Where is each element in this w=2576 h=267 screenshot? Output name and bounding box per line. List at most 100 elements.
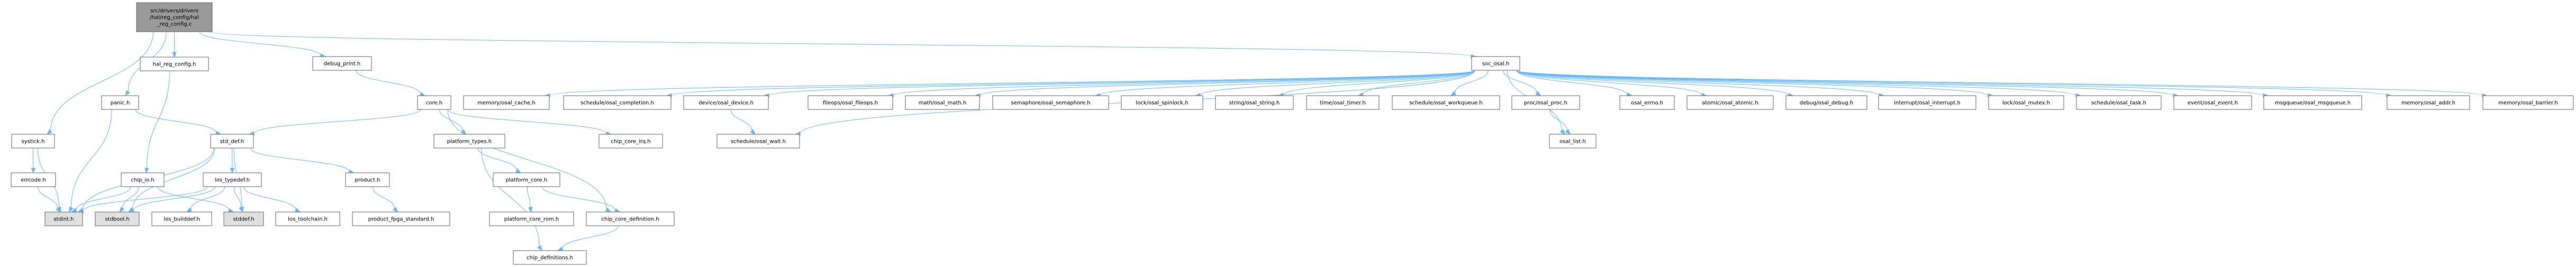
edge-line [671, 70, 1475, 96]
node-label: schedule/osal_wait.h [731, 139, 786, 145]
node-box [2387, 95, 2470, 110]
node-osal-timer-h[interactable]: time/osal_timer.h [1306, 95, 1380, 110]
edge-platform_core_h-to-platform_core_rom_h [527, 186, 533, 213]
node-box [136, 2, 213, 32]
node-osal-device-h[interactable]: device/osal_device.h [683, 95, 769, 110]
node-chip-core-definition-h[interactable]: chip_core_definition.h [586, 211, 675, 226]
node-osal-errno-h[interactable]: osal_errno.h [1619, 95, 1675, 110]
node-osal-msgqueue-h[interactable]: msgqueue/osal_msgqueue.h [2263, 95, 2362, 110]
node-box [1549, 134, 1597, 149]
edge-line [1516, 70, 2483, 96]
node-label: stdbool.h [105, 217, 129, 223]
node-osal-debug-h[interactable]: debug/osal_debug.h [1785, 95, 1867, 110]
edge-line [372, 186, 395, 209]
node-panic-h[interactable]: panic.h [101, 95, 139, 110]
node-box [352, 211, 450, 226]
node-product-fpga-standard-h[interactable]: product_fpga_standard.h [352, 211, 450, 226]
node-osal-wait-h[interactable]: schedule/osal_wait.h [716, 134, 800, 149]
node-box [1878, 95, 1976, 110]
node-los-toolchain-h[interactable]: los_toolchain.h [275, 211, 340, 226]
edge-systick_h-to-errcode_h [31, 148, 36, 174]
node-osal-event-h[interactable]: event/osal_event.h [2173, 95, 2252, 110]
arrowhead-icon [31, 168, 36, 174]
node-box [2076, 95, 2162, 110]
arrowhead-icon [56, 207, 61, 213]
edge-soc_osal_h-to-osal_workqueue_h [1450, 70, 1489, 96]
node-box [992, 95, 1109, 110]
node-osal-task-h[interactable]: schedule/osal_task.h [2076, 95, 2162, 110]
node-box [417, 95, 451, 110]
node-osal-addr-h[interactable]: memory/osal_addr.h [2387, 95, 2470, 110]
node-osal-mutex-h[interactable]: lock/osal_mutex.h [1988, 95, 2064, 110]
node-osal-semaphore-h[interactable]: semaphore/osal_semaphore.h [992, 95, 1109, 110]
node-osal-atomic-h[interactable]: atomic/osal_atomic.h [1686, 95, 1774, 110]
node-root[interactable]: src/drivers/drivers/hal/reg_config/hal_r… [136, 2, 213, 32]
node-label: soc_osal.h [1482, 61, 1510, 67]
node-label: /hal/reg_config/hal [150, 15, 199, 21]
node-osal-proc-h[interactable]: proc/osal_proc.h [1511, 95, 1580, 110]
node-label: memory/osal_cache.h [477, 100, 536, 106]
arrowhead-icon [537, 245, 542, 252]
node-hal-reg-config-h[interactable]: hal_reg_config.h [140, 57, 209, 71]
node-box [1511, 95, 1580, 110]
node-box [275, 211, 340, 226]
node-platform-core-rom-h[interactable]: platform_core_rom.h [489, 211, 574, 226]
edge-line [135, 109, 217, 133]
node-los-builddef-h[interactable]: los_builddef.h [151, 211, 212, 226]
node-debug-print-h[interactable]: debug_print.h [312, 56, 372, 71]
node-stddef-h[interactable]: stddef.h [223, 211, 264, 226]
edge-soc_osal_h-to-osal_spinlock_h [1194, 70, 1475, 98]
node-osal-completion-h[interactable]: schedule/osal_completion.h [563, 95, 672, 110]
node-osal-spinlock-h[interactable]: lock/osal_spinlock.h [1121, 95, 1203, 110]
node-box [598, 134, 663, 149]
node-chip-core-irq-h[interactable]: chip_core_irq.h [598, 134, 663, 149]
node-osal-fileops-h[interactable]: fileops/osal_fileops.h [808, 95, 893, 110]
node-chip-io-h[interactable]: chip_io.h [121, 172, 165, 187]
node-box [1215, 95, 1294, 110]
edge-line [1362, 70, 1475, 95]
node-osal-list-h[interactable]: osal_list.h [1549, 134, 1597, 149]
node-los-typedef-h[interactable]: los_typedef.h [203, 172, 262, 187]
node-osal-math-h[interactable]: math/osal_math.h [905, 95, 980, 110]
node-errcode-h[interactable]: errcode.h [11, 172, 56, 187]
edge-line [730, 109, 752, 131]
arrowhead-icon [228, 208, 234, 213]
edge-core_h-to-std_def_h [248, 109, 421, 136]
edge-los_typedef_h-to-los_builddef_h [186, 186, 225, 213]
edge-core_h-to-chip_core_irq_h [447, 109, 612, 136]
edge-line [83, 186, 207, 211]
node-core-h[interactable]: core.h [417, 95, 451, 110]
edge-line [1200, 70, 1475, 96]
node-box [1619, 95, 1675, 110]
node-osal-cache-h[interactable]: memory/osal_cache.h [463, 95, 550, 110]
node-stdbool-h[interactable]: stdbool.h [95, 211, 140, 226]
node-platform-core-h[interactable]: platform_core.h [493, 172, 560, 187]
edge-line [477, 148, 517, 171]
node-label: memory/osal_barrier.h [2498, 100, 2558, 106]
node-osal-interrupt-h[interactable]: interrupt/osal_interrupt.h [1878, 95, 1976, 110]
node-label: proc/osal_proc.h [1524, 100, 1567, 106]
node-box [2482, 95, 2574, 110]
node-soc-osal-h[interactable]: soc_osal.h [1471, 56, 1520, 71]
node-platform-types-h[interactable]: platform_types.h [433, 134, 505, 149]
node-osal-barrier-h[interactable]: memory/osal_barrier.h [2482, 95, 2574, 110]
edge-line [1503, 70, 1537, 94]
node-product-h[interactable]: product.h [345, 172, 390, 187]
edge-platform_types_h-to-platform_core_h [477, 148, 522, 173]
node-systick-h[interactable]: systick.h [11, 134, 55, 149]
node-osal-string-h[interactable]: string/osal_string.h [1215, 95, 1294, 110]
node-label: lock/osal_mutex.h [2002, 100, 2050, 106]
edge-line [527, 186, 531, 208]
node-std-def-h[interactable]: std_def.h [210, 134, 254, 149]
edge-soc_osal_h-to-osal_device_h [763, 70, 1475, 98]
node-stdint-h[interactable]: stdint.h [44, 211, 83, 226]
node-chip-definitions-h[interactable]: chip_definitions.h [513, 250, 587, 265]
arrowhead-icon [230, 168, 235, 174]
edge-los_typedef_h-to-stddef_h [233, 186, 243, 213]
edge-line [1516, 70, 2264, 96]
node-box [223, 211, 264, 226]
edge-core_h-to-chip_core_definition_h [447, 109, 612, 213]
edge-root-to-systick_h [47, 31, 153, 135]
node-osal-workqueue-h[interactable]: schedule/osal_workqueue.h [1392, 95, 1500, 110]
edge-core_h-to-platform_types_h [439, 109, 467, 135]
